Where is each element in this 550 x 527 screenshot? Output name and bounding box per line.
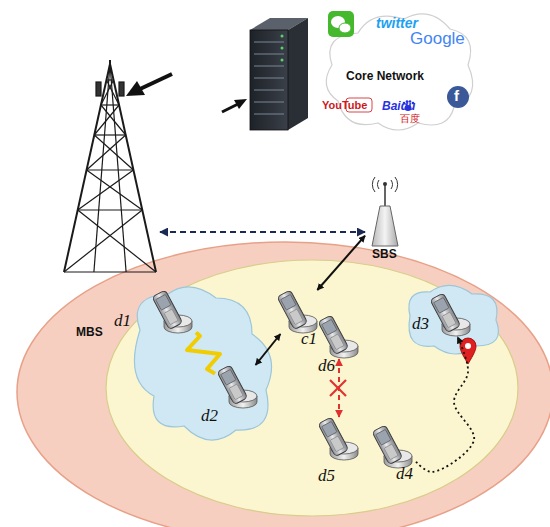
backhaul-link bbox=[160, 231, 365, 233]
user-device-shape bbox=[316, 417, 362, 461]
d2d-cluster-cloud bbox=[134, 287, 271, 440]
user-device-shape bbox=[316, 315, 362, 359]
server-rack bbox=[250, 18, 308, 130]
user-device-shape bbox=[150, 290, 196, 334]
macro-base-station: MBS bbox=[60, 60, 160, 275]
station-label: MBS bbox=[76, 326, 103, 338]
small-base-station: SBS bbox=[365, 178, 405, 248]
location-pin bbox=[460, 338, 476, 364]
chat-app-icon bbox=[328, 11, 354, 37]
phone-handset bbox=[318, 417, 349, 457]
user-device: d5 bbox=[316, 417, 362, 461]
user-device: d4 bbox=[370, 425, 416, 469]
user-device: c1 bbox=[275, 290, 321, 334]
user-device: d6 bbox=[316, 315, 362, 359]
social-app-icon bbox=[447, 86, 469, 108]
cache-cluster-cloud bbox=[409, 285, 499, 354]
user-device: d2 bbox=[215, 365, 261, 409]
d2d-link bbox=[256, 334, 281, 365]
small-cell-antenna bbox=[372, 177, 398, 246]
device-label: c1 bbox=[301, 330, 317, 347]
user-device-shape bbox=[275, 290, 321, 334]
user-device: d1 bbox=[150, 290, 196, 334]
cloud-outline bbox=[326, 14, 472, 130]
tower-arrow bbox=[126, 74, 172, 96]
user-device-shape bbox=[428, 293, 474, 337]
logo-text: YouTube bbox=[322, 100, 367, 111]
small-base-station-shape bbox=[365, 178, 405, 248]
logo-text: twitter bbox=[376, 16, 418, 30]
blocked-d2d-link bbox=[338, 359, 340, 417]
logo-text: 百度 bbox=[400, 114, 420, 124]
user-device: d3 bbox=[428, 293, 474, 337]
phone-handset bbox=[152, 290, 183, 330]
cloud-title: Core Network bbox=[346, 70, 424, 82]
lattice-tower bbox=[64, 60, 156, 272]
logo-text: f bbox=[454, 88, 459, 103]
device-label: d2 bbox=[201, 407, 218, 424]
logo-text: Google bbox=[410, 30, 465, 47]
phone-handset bbox=[372, 425, 403, 465]
device-label: d4 bbox=[396, 465, 413, 482]
phone-handset bbox=[318, 315, 349, 355]
user-device-shape bbox=[370, 425, 416, 469]
mobility-path bbox=[416, 337, 474, 472]
phone-handset bbox=[430, 293, 461, 333]
d2d-lightning-link bbox=[187, 332, 220, 373]
macro-base-station-shape bbox=[60, 60, 160, 275]
cellular-link bbox=[317, 236, 365, 290]
logo-text: Baidu bbox=[382, 100, 415, 112]
device-label: d3 bbox=[412, 315, 429, 332]
phone-handset bbox=[217, 365, 248, 405]
user-device-shape bbox=[215, 365, 261, 409]
device-label: d1 bbox=[114, 312, 131, 329]
blocked-link-cross bbox=[330, 380, 346, 396]
macro-cell-area bbox=[17, 242, 550, 527]
phone-handset bbox=[277, 290, 308, 330]
device-label: d5 bbox=[318, 467, 335, 484]
server-arrow bbox=[222, 99, 247, 112]
small-cell-area bbox=[106, 260, 518, 516]
device-label: d6 bbox=[318, 357, 335, 374]
station-label: SBS bbox=[372, 248, 397, 260]
